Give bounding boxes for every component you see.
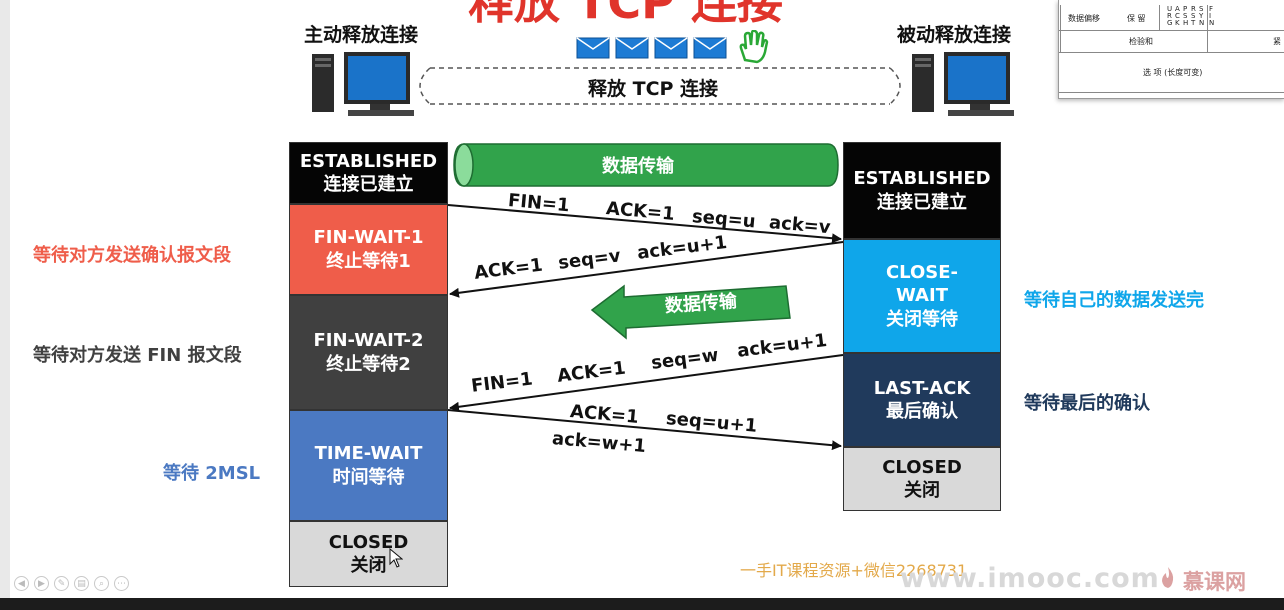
envelope-icon (654, 37, 688, 59)
state-name: CLOSED (882, 456, 962, 478)
data-transfer-tube-label: 数据传输 (602, 156, 674, 177)
active-host-label: 主动释放连接 (304, 24, 419, 46)
server-state-established: ESTABLISHED 连接已建立 (843, 142, 1001, 239)
state-name: ESTABLISHED (299, 150, 438, 172)
state-name-line2: WAIT (896, 285, 948, 307)
data-transfer-tube (453, 143, 839, 187)
annotation-last-ack: 等待最后的确认 (1024, 393, 1150, 414)
annotation-fin-wait-1: 等待对方发送确认报文段 (33, 245, 231, 266)
slide-title: 释放 TCP 连接 (468, 0, 783, 29)
client-state-closed: CLOSED 关闭 (289, 521, 448, 587)
annotation-time-wait: 等待 2MSL (163, 463, 261, 484)
data-transfer-arrow (590, 284, 791, 340)
envelope-icon (693, 37, 727, 59)
slides-overview-button[interactable]: ▤ (74, 576, 89, 591)
syn-flag-cell: S Y N (1199, 5, 1205, 27)
state-name: FIN-WAIT-2 (313, 330, 424, 352)
state-name-zh: 时间等待 (332, 466, 405, 488)
client-state-established: ESTABLISHED 连接已建立 (289, 142, 448, 204)
passive-host-label: 被动释放连接 (897, 24, 1012, 46)
state-name: CLOSE- (885, 261, 959, 283)
state-name: ESTABLISHED (853, 168, 991, 190)
state-name: CLOSED (328, 531, 409, 553)
left-sidebar-strip (0, 0, 10, 598)
server-fin-message-arrow (449, 354, 844, 412)
flame-logo-icon (1162, 567, 1174, 588)
checksum-cell: 检验和 (1129, 37, 1153, 46)
urgent-pointer-cell: 紧 (1273, 37, 1281, 46)
connection-dashed-link (419, 67, 901, 105)
watermark-text: 一手IT课程资源+微信2268731 (740, 561, 968, 580)
state-name: FIN-WAIT-1 (313, 227, 424, 249)
next-slide-button[interactable]: ▶ (34, 576, 49, 591)
release-connection-label: 释放 TCP 连接 (588, 78, 719, 100)
ack-message-arrow (449, 241, 844, 298)
client-state-fin-wait-1: FIN-WAIT-1 终止等待1 (289, 204, 448, 295)
fin-message-arrow (447, 204, 842, 244)
zoom-button[interactable]: ⌕ (94, 576, 109, 591)
urg-flag-cell: U R G (1167, 5, 1173, 27)
state-name-zh: 终止等待1 (326, 250, 411, 272)
waving-hand-icon (739, 30, 769, 64)
prev-slide-button[interactable]: ◀ (14, 576, 29, 591)
state-name-zh: 关闭 (350, 555, 387, 576)
site-watermark: www.imooc.com (900, 563, 1160, 594)
options-cell: 选 项 (长度可变) (1143, 68, 1203, 77)
rst-flag-cell: R S T (1191, 5, 1196, 27)
annotation-close-wait: 等待自己的数据发送完 (1024, 290, 1204, 311)
state-name-zh: 连接已建立 (323, 174, 414, 195)
fin-flag-cell: F I N (1209, 5, 1215, 27)
client-state-time-wait: TIME-WAIT 时间等待 (289, 410, 448, 521)
data-offset-cell: 数据偏移 (1068, 14, 1100, 23)
pointer-cursor-icon (389, 548, 403, 568)
brand-logo-text: 慕课网 (1183, 570, 1246, 594)
client-state-fin-wait-2: FIN-WAIT-2 终止等待2 (289, 295, 448, 410)
slide-controls: ◀ ▶ ✎ ▤ ⌕ ⋯ (14, 576, 129, 591)
tcp-header-snippet: 数据偏移 保 留 U R G A C K P S H R S T S Y N F… (1058, 0, 1284, 99)
reserved-cell: 保 留 (1127, 14, 1146, 23)
server-state-closed: CLOSED 关闭 (843, 447, 1001, 511)
state-name-zh: 最后确认 (886, 401, 958, 422)
pen-tool-button[interactable]: ✎ (54, 576, 69, 591)
server-state-last-ack: LAST-ACK 最后确认 (843, 353, 1001, 447)
final-ack-message-arrow (447, 409, 842, 451)
psh-flag-cell: P S H (1183, 5, 1189, 27)
state-name-zh: 关闭等待 (886, 308, 958, 330)
more-options-button[interactable]: ⋯ (114, 576, 129, 591)
state-name: TIME-WAIT (314, 443, 423, 465)
annotation-fin-wait-2: 等待对方发送 FIN 报文段 (33, 345, 242, 366)
state-name: LAST-ACK (873, 377, 971, 399)
envelope-icon (576, 37, 610, 59)
state-name-zh: 关闭 (904, 480, 940, 501)
server-state-close-wait: CLOSE- WAIT 关闭等待 (843, 239, 1001, 353)
bottom-bar (0, 598, 1284, 610)
state-name-zh: 终止等待2 (326, 353, 411, 375)
envelope-icon (615, 37, 649, 59)
active-computer-icon (312, 52, 414, 116)
ack-flag-cell: A C K (1175, 5, 1180, 27)
envelopes-group (576, 37, 727, 59)
state-name-zh: 连接已建立 (877, 191, 967, 213)
passive-computer-icon (912, 52, 1014, 116)
